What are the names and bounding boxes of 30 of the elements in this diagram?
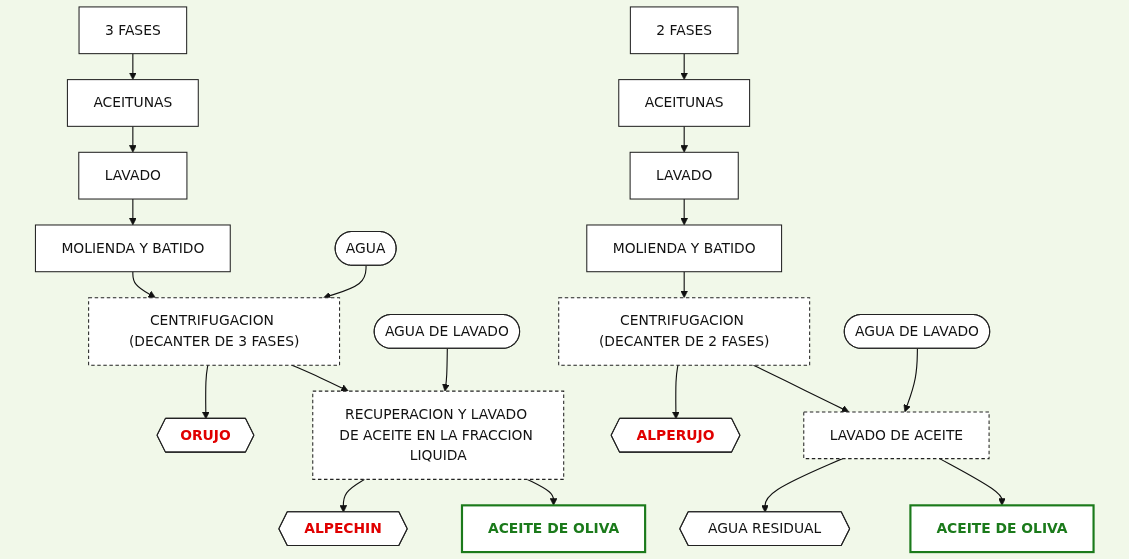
arrow xyxy=(442,348,450,392)
node-box: CENTRIFUGACION (DECANTER DE 3 FASES) xyxy=(88,297,341,366)
node-box: CENTRIFUGACION (DECANTER DE 2 FASES) xyxy=(558,297,811,366)
arrow xyxy=(132,271,156,298)
node-box: LAVADO DE ACEITE xyxy=(803,411,990,460)
arrow xyxy=(903,348,918,413)
arrow xyxy=(526,478,558,506)
node-box: MOLIENDA Y BATIDO xyxy=(586,224,783,273)
arrow xyxy=(202,364,210,420)
arrow xyxy=(939,458,1006,506)
arrow xyxy=(129,125,137,153)
arrow xyxy=(339,478,366,513)
node-box: LAVADO xyxy=(78,151,188,200)
arrow xyxy=(761,458,844,513)
node-box: RECUPERACION Y LAVADO DE ACEITE EN LA FRACCION LIQUIDA xyxy=(312,390,565,480)
arrow xyxy=(680,125,688,153)
arrow xyxy=(129,198,137,226)
node-box: ACEITE DE OLIVA xyxy=(460,504,647,554)
node-box: MOLIENDA Y BATIDO xyxy=(34,224,231,273)
arrow xyxy=(129,53,137,80)
node-box: ACEITUNAS xyxy=(618,79,751,127)
arrow xyxy=(680,271,688,298)
arrow xyxy=(680,198,688,226)
node-box: ACEITUNAS xyxy=(66,79,199,127)
node-box: LAVADO xyxy=(629,151,739,200)
arrow xyxy=(672,364,680,420)
node-box: ACEITE DE OLIVA xyxy=(909,504,1095,554)
arrow xyxy=(680,53,688,80)
node-box: 2 FASES xyxy=(629,6,739,55)
node-box: 3 FASES xyxy=(78,6,188,55)
